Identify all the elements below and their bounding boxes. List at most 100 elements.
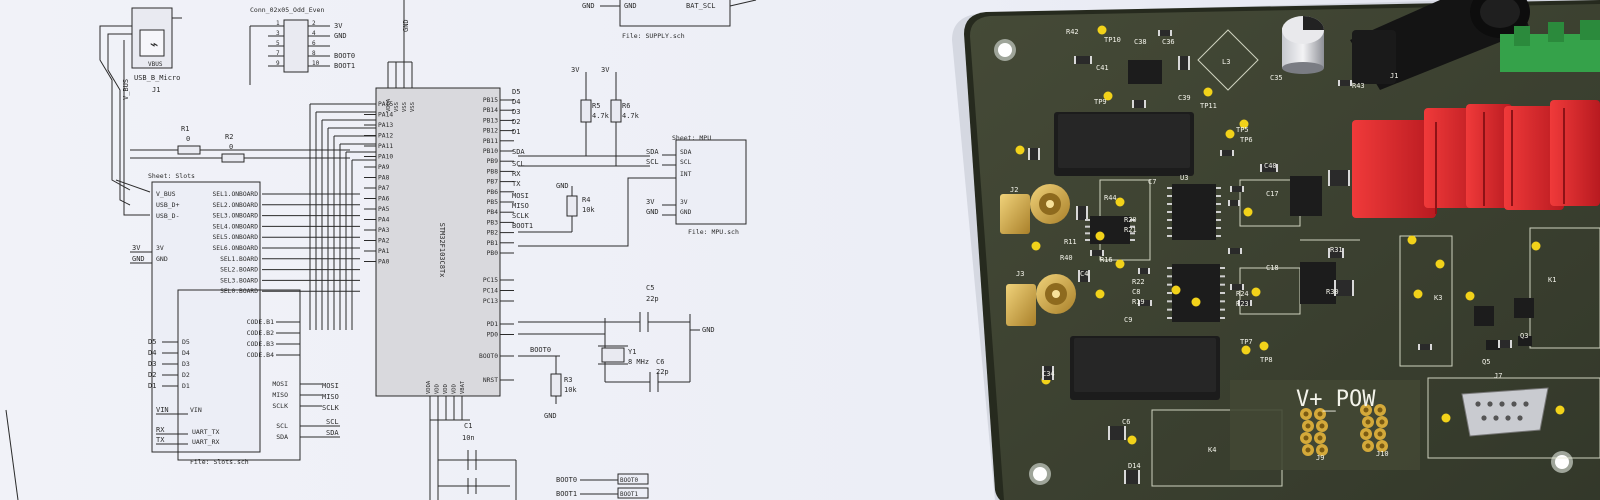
mcu-left-pin: PA4 bbox=[378, 217, 390, 224]
mcu-left-pin: PA9 bbox=[378, 164, 390, 171]
test-point-icon bbox=[1243, 207, 1253, 217]
c6-ref: C6 bbox=[656, 358, 664, 366]
uart-ext: RX bbox=[156, 426, 165, 434]
mcu-top-pin: VDDA bbox=[386, 98, 392, 112]
usb-connector: ⌁ VBUS USB_B_Micro J1 bbox=[120, 7, 182, 94]
pcb-ref-label: TP6 bbox=[1240, 136, 1253, 144]
mcu-right-pin: PB2 bbox=[487, 230, 499, 237]
test-point-icon bbox=[1115, 259, 1125, 269]
sma-connector-j3 bbox=[1006, 274, 1076, 326]
pcb-ref-label: C17 bbox=[1266, 190, 1279, 198]
slots-d-ext: D4 bbox=[148, 349, 156, 357]
slots-sel-pin: SEL1.BOARD bbox=[220, 256, 258, 263]
test-point-icon bbox=[1441, 413, 1451, 423]
y1-ref: Y1 bbox=[628, 348, 636, 356]
test-point-icon bbox=[1555, 405, 1565, 415]
uart-pin: UART_TX bbox=[192, 428, 219, 436]
r1-value: 0 bbox=[186, 135, 190, 143]
slots-bus-pin: MISO bbox=[272, 391, 288, 399]
regulator bbox=[1128, 60, 1162, 84]
mcu-top-pin: VSS bbox=[394, 102, 400, 112]
pcb-ref-label: J10 bbox=[1376, 450, 1389, 458]
test-point-icon bbox=[1239, 119, 1249, 129]
sheet-frame-edge bbox=[5, 409, 19, 500]
supply-3v-b: 3V bbox=[601, 66, 610, 74]
mounting-hole-icon bbox=[1029, 463, 1051, 485]
schematic: ⌁ VBUS USB_B_Micro J1 V_BUS Conn_02x05_O… bbox=[5, 0, 757, 500]
mcu-right-pin: PB5 bbox=[487, 199, 499, 206]
mcu-right-net: MISO bbox=[512, 202, 529, 210]
slots-bus-ext: MOSI bbox=[322, 382, 339, 390]
sheet-slots-file: File: Slots.sch bbox=[190, 458, 249, 466]
ic-u3 bbox=[1172, 184, 1216, 240]
mpu-ext-label: 3V bbox=[646, 198, 655, 206]
pcb-ref-label: R19 bbox=[1132, 298, 1145, 306]
pcb-ref-label: C4 bbox=[1080, 270, 1088, 278]
pcb-ref-label: J2 bbox=[1010, 186, 1018, 194]
slots-left-pin: V_BUS bbox=[156, 190, 176, 198]
mcu-right-net: D4 bbox=[512, 98, 520, 106]
pcb-ref-label: J7 bbox=[1494, 372, 1502, 380]
header-pin-right: 4 bbox=[312, 30, 316, 37]
pcb-ref-label: TP5 bbox=[1236, 126, 1249, 134]
mcu-right-net: D2 bbox=[512, 118, 520, 126]
test-point-icon bbox=[1413, 289, 1423, 299]
pcb-ref-label: D14 bbox=[1128, 462, 1141, 470]
r2-value: 0 bbox=[229, 143, 233, 151]
mcu-right-pin: PB13 bbox=[483, 117, 498, 124]
pcb-ref-label: R42 bbox=[1066, 28, 1079, 36]
slots-d-pin: D5 bbox=[182, 338, 190, 346]
slots-d-ext: D2 bbox=[148, 371, 156, 379]
header-net-label: 3V bbox=[334, 22, 343, 30]
pcb-ref-label: R22 bbox=[1132, 278, 1145, 286]
mcu-left-pin: PA12 bbox=[378, 133, 393, 140]
usb-vbus-label: VBUS bbox=[148, 61, 163, 68]
r6-ref: R6 bbox=[622, 102, 630, 110]
bottom-boot1-label: BOOT1 bbox=[556, 490, 577, 498]
slots-left-pin: GND bbox=[156, 255, 168, 263]
mcu-right-pin: PD0 bbox=[487, 332, 499, 339]
slots-sel-pin: SEL1.ONBOARD bbox=[213, 191, 259, 198]
mcu-right-net: TX bbox=[512, 180, 521, 188]
test-point-icon bbox=[1259, 341, 1269, 351]
slots-bus-ext: SCLK bbox=[322, 404, 340, 412]
pcb-ref-label: R11 bbox=[1064, 238, 1077, 246]
test-point-icon bbox=[1203, 87, 1213, 97]
electrolytic-capacitor bbox=[1282, 16, 1324, 74]
mpu-pin: 3V bbox=[680, 199, 688, 206]
uart-ext: TX bbox=[156, 436, 165, 444]
pcb-silk-label: V+_POW bbox=[1296, 387, 1376, 412]
slots-sel-pin: SEL5.ONBOARD bbox=[213, 234, 259, 241]
test-point-icon bbox=[1407, 235, 1417, 245]
bottom-boot0-box: BOOT0 bbox=[620, 477, 638, 484]
pcb-ref-label: J9 bbox=[1316, 454, 1324, 462]
pcb-ref-label: R43 bbox=[1352, 82, 1365, 90]
mcu-bottom-pin: VDD bbox=[443, 384, 449, 394]
pcb-board: R42TP10C38C36C41TP9L3C39TP11C35J1C40R43T… bbox=[952, 0, 1600, 500]
slots-sel-pin: SEL0.BOARD bbox=[220, 288, 258, 295]
pcb-ref-label: R30 bbox=[1326, 288, 1339, 296]
y1-value: 8 MHz bbox=[628, 358, 649, 366]
slots-sel-pin: SEL6.ONBOARD bbox=[213, 245, 259, 252]
gnd-r3-label: GND bbox=[544, 412, 557, 420]
pin-header-j10 bbox=[1360, 404, 1388, 452]
mpu-ext-label: SCL bbox=[646, 158, 659, 166]
slots-sel-pin: SEL3.BOARD bbox=[220, 277, 258, 284]
mcu-right-pin: PB15 bbox=[483, 97, 498, 104]
slots-d-pin: D2 bbox=[182, 371, 190, 379]
slots-i2c-pin: SCL bbox=[276, 422, 288, 430]
mpu-pin: SDA bbox=[680, 149, 692, 156]
pcb-ref-label: K1 bbox=[1548, 276, 1556, 284]
header-pin-left: 9 bbox=[276, 60, 280, 67]
pcb-ref-label: C40 bbox=[1264, 162, 1277, 170]
mcu-right-net: SCLK bbox=[512, 212, 530, 220]
pcb-ref-label: C6 bbox=[1122, 418, 1130, 426]
mcu-bottom-pin: VDD bbox=[452, 384, 458, 394]
pcb-ref-label: TP9 bbox=[1094, 98, 1107, 106]
terminal-block bbox=[1500, 20, 1600, 72]
usb-name: USB_B_Micro bbox=[134, 74, 180, 82]
transistor-q3 bbox=[1514, 298, 1534, 318]
test-point-icon bbox=[1031, 241, 1041, 251]
slots-sel-pin: SEL4.ONBOARD bbox=[213, 223, 259, 230]
slots-d-ext: D5 bbox=[148, 338, 156, 346]
